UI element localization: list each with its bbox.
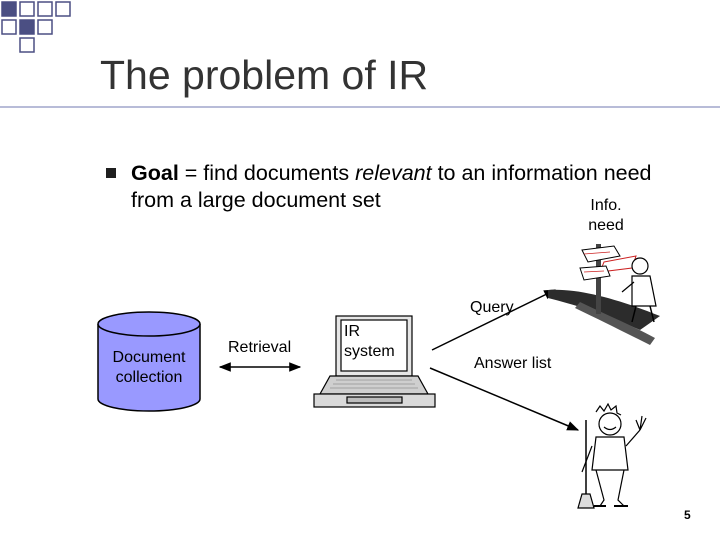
happy-person-icon	[578, 404, 646, 508]
ir-system-label: IR system	[344, 322, 395, 362]
retrieval-label: Retrieval	[228, 338, 291, 358]
info-need-line-1: Info.	[574, 196, 638, 216]
signpost-figure-icon	[548, 244, 660, 345]
query-label: Query	[470, 298, 514, 318]
ir-system-line-1: IR	[344, 322, 395, 342]
info-need-label: Info. need	[574, 196, 638, 236]
document-collection-label: Document collection	[98, 348, 200, 388]
page-number: 5	[684, 508, 691, 522]
document-collection-line-1: Document	[98, 348, 200, 368]
answer-arrow	[430, 368, 578, 430]
answer-list-label: Answer list	[474, 354, 551, 374]
info-need-line-2: need	[574, 216, 638, 236]
ir-system-line-2: system	[344, 342, 395, 362]
document-collection-line-2: collection	[98, 368, 200, 388]
